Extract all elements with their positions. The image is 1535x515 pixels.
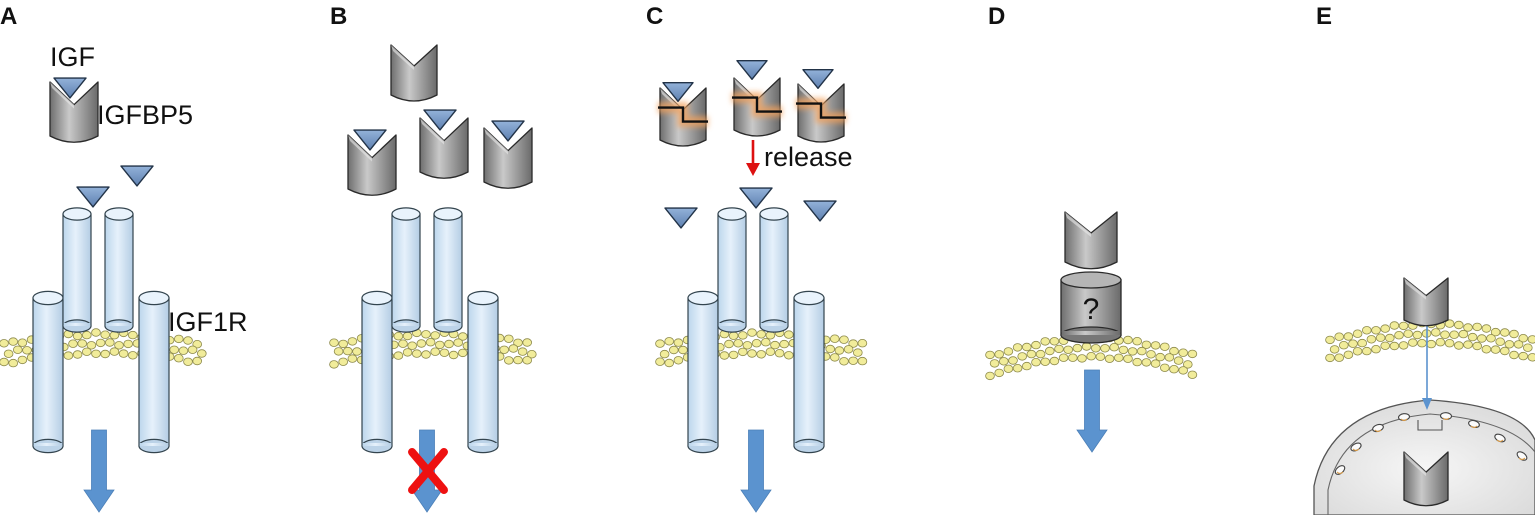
igfbp5-b-2 [419,117,469,179]
igf-c-free-2 [739,187,773,209]
receptor-c-outer-right [793,290,825,454]
nuclear-pore [1439,412,1453,421]
igfbp5-c-cleaved-2 [732,77,782,137]
receptor-c-outer-left [687,290,719,454]
igfbp5-a [49,81,99,143]
nuclear-pore [1350,442,1362,452]
igf-b-1 [353,129,387,151]
igf-a-1 [76,186,110,208]
question-mark: ? [1083,293,1100,326]
panel-letter-c: C [646,3,663,30]
receptor-c-inner-right [759,207,789,333]
igf-c-free-3 [803,200,837,222]
igfbp5-c-cleaved-3 [796,83,846,143]
membrane-c [655,328,868,368]
igf-b-2 [423,109,457,131]
igfbp5-c-cleaved-1 [658,87,708,147]
igf-b-3 [491,120,525,142]
signal-arrow-a [83,429,115,513]
igf-c-free-1 [664,207,698,229]
igf-c-bound-3 [802,69,834,89]
x-mark-icon [408,448,448,494]
nuclear-pore [1516,451,1528,461]
igfbp5-b-free [390,44,438,102]
nuclear-entry-arrow [1422,322,1432,410]
panel-letter-e: E [1316,3,1332,30]
igf-c-bound-2 [736,60,768,80]
receptor-a-outer-left [32,290,64,454]
label-igf1r: IGF1R [168,307,248,337]
signal-arrow-c [740,429,772,513]
receptor-b-inner-left [391,207,421,333]
receptor-a-outer-right [138,290,170,454]
igfbp5-e-nuclear [1403,451,1449,507]
nuclear-pore [1372,423,1384,433]
signal-arrow-d [1076,369,1108,453]
receptor-a-inner-left [62,207,92,333]
label-release: release [764,142,853,172]
panel-letter-a: A [0,3,17,30]
label-igfbp5: IGFBP5 [97,100,193,130]
nuclear-pore [1334,465,1346,475]
igf-a-2 [120,165,154,187]
release-arrow [746,140,760,176]
igfbp5-e-surface [1403,277,1449,327]
unknown-receptor: ? [1060,271,1122,344]
panel-letter-d: D [988,3,1005,30]
receptor-a-inner-right [104,207,134,333]
nuclear-pore [1494,433,1506,443]
igf-a-bound [53,77,87,99]
receptor-b-outer-left [361,290,393,454]
label-igf: IGF [50,42,95,72]
igfbp5-b-1 [347,134,397,196]
igf-c-bound-1 [662,82,694,102]
membrane-b [329,328,537,369]
nucleus [1313,399,1535,515]
igfbp5-d [1064,211,1118,270]
receptor-b-inner-right [433,207,463,333]
nuclear-pore [1468,419,1480,429]
receptor-b-outer-right [467,290,499,454]
nuclear-pore [1397,413,1411,422]
panel-letter-b: B [330,3,347,30]
receptor-c-inner-left [717,207,747,333]
igfbp5-b-3 [483,127,533,189]
